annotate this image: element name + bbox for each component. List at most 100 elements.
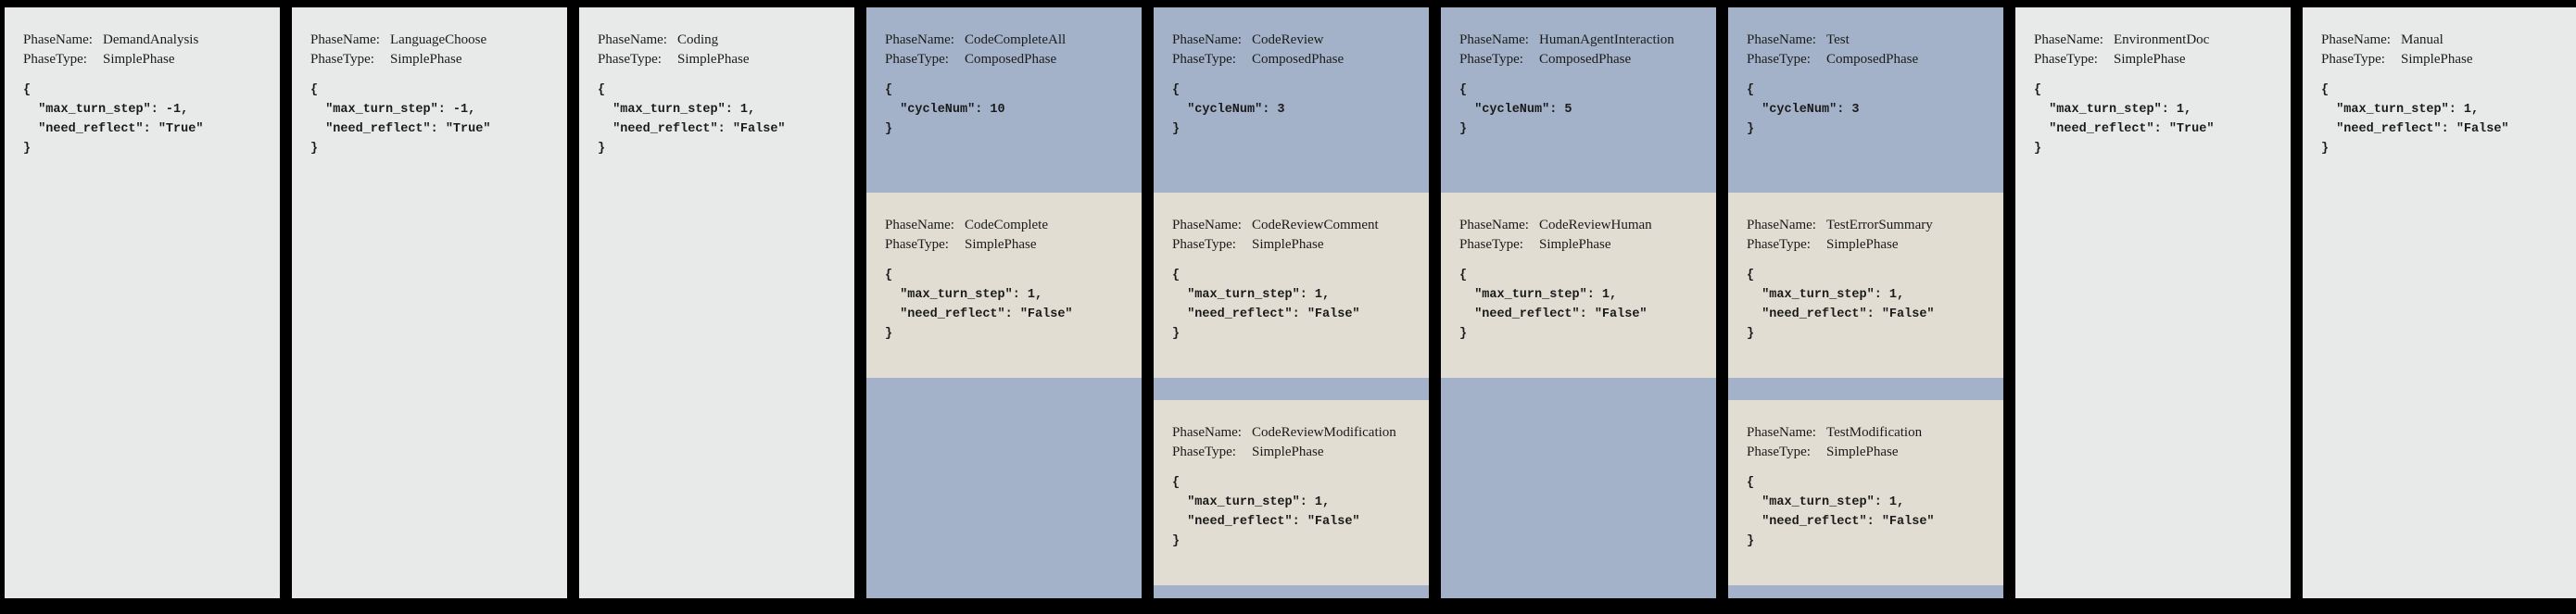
subphase-divider	[1728, 378, 2003, 400]
phase-name-label: PhaseName:	[1172, 218, 1242, 232]
phase-config-json: { "cycleNum": 3 }	[1172, 83, 1285, 136]
phase-type-row: PhaseType: ComposedPhase	[1172, 50, 1420, 69]
phase-name-row: PhaseName: TestModification	[1747, 423, 1994, 443]
phase-type-label: PhaseType:	[1172, 52, 1236, 67]
phase-name-row: PhaseName: CodeComplete	[885, 216, 1132, 235]
phase-type-value: SimplePhase	[677, 52, 750, 67]
phase-name-value: CodeReviewModification	[1252, 425, 1396, 440]
subphase-card-testerrorsummary: PhaseName: TestErrorSummary PhaseType: S…	[1728, 193, 2003, 378]
phase-name-row: PhaseName: LanguageChoose	[310, 31, 558, 50]
phase-config-json: { "max_turn_step": 1, "need_reflect": "F…	[2321, 83, 2509, 156]
phase-type-label: PhaseType:	[885, 237, 949, 252]
phase-type-label: PhaseType:	[310, 52, 374, 67]
phase-name-value: EnvironmentDoc	[2114, 32, 2210, 47]
phase-name-value: Coding	[677, 32, 719, 47]
phase-name-row: PhaseName: CodeReviewComment	[1172, 216, 1420, 235]
phase-config-json: { "max_turn_step": 1, "need_reflect": "F…	[598, 83, 786, 156]
phase-type-row: PhaseType: ComposedPhase	[885, 50, 1132, 69]
phase-name-value: CodeCompleteAll	[965, 32, 1067, 47]
phase-name-label: PhaseName:	[1747, 218, 1816, 232]
phase-name-value: Manual	[2401, 32, 2443, 47]
phase-name-value: DemandAnalysis	[103, 32, 199, 47]
phase-type-row: PhaseType: SimplePhase	[310, 50, 558, 69]
phase-name-row: PhaseName: TestErrorSummary	[1747, 216, 1994, 235]
phase-type-row: PhaseType: SimplePhase	[23, 50, 271, 69]
phase-card-languagechoose: PhaseName: LanguageChoose PhaseType: Sim…	[292, 7, 567, 598]
phase-type-row: PhaseType: SimplePhase	[1459, 235, 1707, 255]
phase-config-json: { "max_turn_step": -1, "need_reflect": "…	[23, 83, 204, 156]
phase-name-label: PhaseName:	[1172, 425, 1242, 440]
phase-name-label: PhaseName:	[2034, 32, 2103, 47]
phase-name-label: PhaseName:	[598, 32, 667, 47]
phase-type-row: PhaseType: ComposedPhase	[1459, 50, 1707, 69]
phase-config-json: { "max_turn_step": 1, "need_reflect": "F…	[1172, 476, 1360, 548]
phase-name-row: PhaseName: CodeReviewModification	[1172, 423, 1420, 443]
phase-type-value: SimplePhase	[2401, 52, 2473, 67]
subphase-card-codecomplete: PhaseName: CodeComplete PhaseType: Simpl…	[866, 193, 1142, 378]
phase-type-value: ComposedPhase	[1539, 52, 1632, 67]
phase-type-label: PhaseType:	[1459, 52, 1523, 67]
phase-name-label: PhaseName:	[1172, 32, 1242, 47]
phase-name-label: PhaseName:	[1459, 32, 1529, 47]
subphase-card-testmodification: PhaseName: TestModification PhaseType: S…	[1728, 400, 2003, 585]
phase-card-manual: PhaseName: Manual PhaseType: SimplePhase…	[2303, 7, 2576, 598]
phase-name-value: TestErrorSummary	[1826, 218, 1933, 232]
phase-type-label: PhaseType:	[2321, 52, 2385, 67]
phase-config-json: { "cycleNum": 5 }	[1459, 83, 1572, 136]
phase-name-value: CodeComplete	[965, 218, 1048, 232]
phase-name-value: TestModification	[1826, 425, 1923, 440]
phase-type-label: PhaseType:	[1747, 445, 1811, 459]
phase-config-json: { "max_turn_step": 1, "need_reflect": "F…	[1459, 269, 1648, 341]
subphase-divider	[1154, 378, 1429, 400]
phase-type-label: PhaseType:	[23, 52, 87, 67]
phase-config-json: { "max_turn_step": 1, "need_reflect": "F…	[885, 269, 1073, 341]
phase-type-value: SimplePhase	[1252, 445, 1324, 459]
phase-type-value: SimplePhase	[1539, 237, 1611, 252]
phase-type-label: PhaseType:	[885, 52, 949, 67]
phase-config-json: { "max_turn_step": 1, "need_reflect": "F…	[1747, 269, 1935, 341]
phase-card-codecompleteall: PhaseName: CodeCompleteAll PhaseType: Co…	[866, 7, 1142, 598]
phase-type-value: SimplePhase	[2114, 52, 2186, 67]
phase-name-row: PhaseName: HumanAgentInteraction	[1459, 31, 1707, 50]
composed-phase-header: PhaseName: Test PhaseType: ComposedPhase…	[1728, 7, 2003, 193]
phase-name-row: PhaseName: Test	[1747, 31, 1994, 50]
subphase-card-codereviewcomment: PhaseName: CodeReviewComment PhaseType: …	[1154, 193, 1429, 378]
phase-config-json: { "max_turn_step": 1, "need_reflect": "T…	[2034, 83, 2215, 156]
phase-type-label: PhaseType:	[1747, 237, 1811, 252]
phase-config-board: PhaseName: DemandAnalysis PhaseType: Sim…	[5, 7, 2576, 598]
phase-type-row: PhaseType: SimplePhase	[885, 235, 1132, 255]
phase-type-label: PhaseType:	[1172, 237, 1236, 252]
phase-card-test: PhaseName: Test PhaseType: ComposedPhase…	[1728, 7, 2003, 598]
phase-name-label: PhaseName:	[2321, 32, 2391, 47]
subphase-card-codereviewmodification: PhaseName: CodeReviewModification PhaseT…	[1154, 400, 1429, 585]
phase-type-value: SimplePhase	[1826, 237, 1899, 252]
composed-phase-header: PhaseName: HumanAgentInteraction PhaseTy…	[1441, 7, 1716, 193]
phase-type-row: PhaseType: SimplePhase	[2321, 50, 2569, 69]
phase-type-row: PhaseType: SimplePhase	[2034, 50, 2281, 69]
phase-name-row: PhaseName: CodeCompleteAll	[885, 31, 1132, 50]
phase-name-value: HumanAgentInteraction	[1539, 32, 1674, 47]
phase-config-json: { "max_turn_step": 1, "need_reflect": "F…	[1747, 476, 1935, 548]
phase-name-value: Test	[1826, 32, 1850, 47]
phase-name-row: PhaseName: DemandAnalysis	[23, 31, 271, 50]
phase-type-value: SimplePhase	[390, 52, 462, 67]
phase-name-row: PhaseName: Manual	[2321, 31, 2569, 50]
phase-type-label: PhaseType:	[2034, 52, 2098, 67]
phase-type-value: ComposedPhase	[1826, 52, 1919, 67]
phase-name-row: PhaseName: CodeReviewHuman	[1459, 216, 1707, 235]
phase-name-label: PhaseName:	[1459, 218, 1529, 232]
phase-config-json: { "cycleNum": 10 }	[885, 83, 1005, 136]
phase-type-row: PhaseType: SimplePhase	[1172, 443, 1420, 462]
phase-type-row: PhaseType: SimplePhase	[598, 50, 845, 69]
phase-name-row: PhaseName: CodeReview	[1172, 31, 1420, 50]
phase-name-value: CodeReviewHuman	[1539, 218, 1652, 232]
phase-card-coding: PhaseName: Coding PhaseType: SimplePhase…	[579, 7, 854, 598]
phase-type-row: PhaseType: SimplePhase	[1747, 443, 1994, 462]
phase-type-row: PhaseType: ComposedPhase	[1747, 50, 1994, 69]
phase-type-label: PhaseType:	[1459, 237, 1523, 252]
phase-name-label: PhaseName:	[23, 32, 93, 47]
phase-type-value: ComposedPhase	[1252, 52, 1345, 67]
phase-type-label: PhaseType:	[598, 52, 662, 67]
phase-card-environmentdoc: PhaseName: EnvironmentDoc PhaseType: Sim…	[2015, 7, 2291, 598]
phase-config-json: { "cycleNum": 3 }	[1747, 83, 1860, 136]
